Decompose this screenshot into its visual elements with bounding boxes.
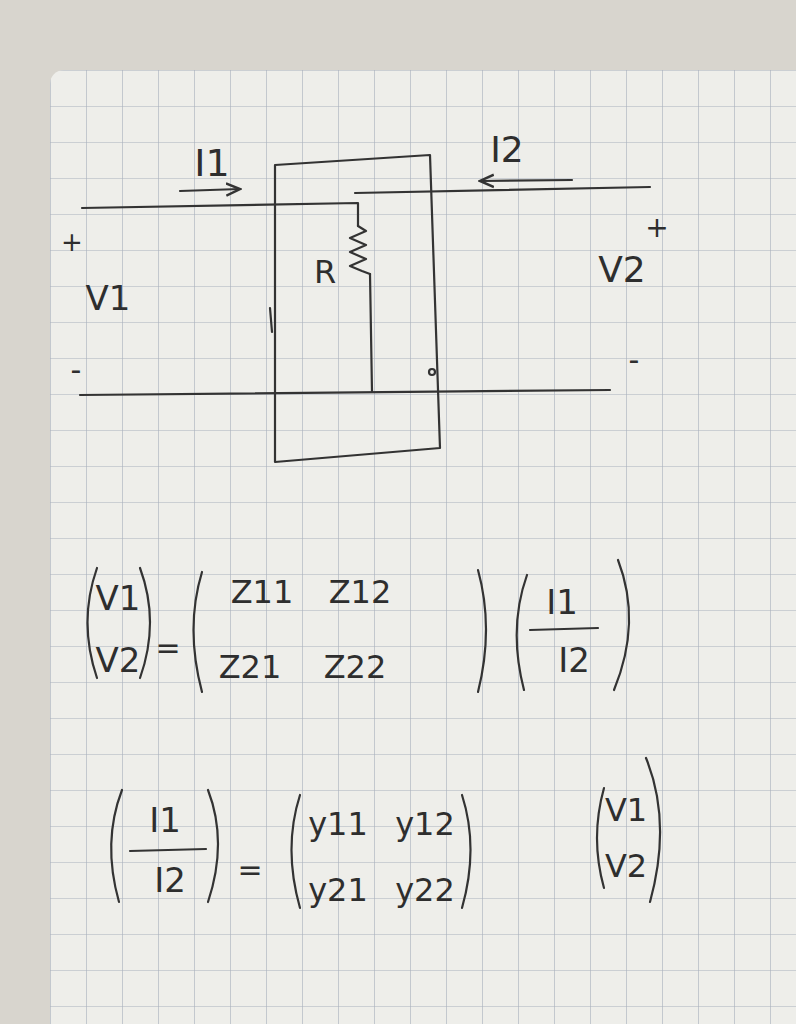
two-port-box	[275, 155, 440, 462]
grid-lines	[50, 70, 796, 1024]
bracket	[111, 790, 122, 902]
bracket	[292, 795, 301, 908]
bracket	[140, 568, 150, 678]
bracket	[208, 790, 218, 902]
voltage-label: V2	[598, 252, 646, 288]
bottom-wire	[80, 390, 610, 395]
voltage-label: V1	[86, 281, 131, 315]
resistor-symbol	[350, 226, 370, 274]
current-label: I1	[194, 144, 229, 182]
bracket	[597, 788, 604, 888]
vector-entry: V1	[605, 794, 647, 826]
matrix-entry: Z11	[231, 576, 294, 608]
equals-sign: =	[237, 855, 262, 885]
junction-dot	[429, 369, 435, 375]
bracket	[614, 560, 629, 690]
top-right-wire	[355, 187, 650, 193]
vector-entry: V2	[605, 850, 647, 882]
bracket	[194, 572, 203, 692]
pen-stroke	[530, 628, 598, 630]
current-label: I2	[490, 132, 524, 168]
top-left-wire	[82, 203, 358, 226]
polarity-sign: -	[629, 345, 640, 375]
vector-entry: V2	[96, 643, 141, 677]
polarity-sign: +	[61, 229, 83, 255]
bracket	[517, 575, 527, 690]
pen-stroke	[270, 308, 272, 332]
matrix-entry: Z12	[329, 576, 392, 608]
vector-entry: I2	[558, 643, 590, 677]
vector-entry: I1	[149, 803, 181, 837]
resistor-lead	[370, 274, 372, 392]
polarity-sign: +	[645, 214, 668, 242]
bracket	[462, 795, 471, 908]
polarity-sign: -	[71, 355, 82, 385]
bracket	[646, 758, 660, 902]
vector-entry: V1	[96, 581, 141, 615]
matrix-entry: y22	[395, 874, 455, 906]
matrix-entry: y11	[308, 808, 368, 840]
current-arrow	[180, 189, 240, 191]
vector-entry: I2	[154, 863, 186, 897]
matrix-entry: y21	[308, 874, 368, 906]
vector-entry: I1	[546, 585, 578, 619]
pen-stroke	[130, 849, 206, 851]
bracket	[478, 570, 486, 692]
matrix-entry: Z21	[219, 651, 282, 683]
paper-sheet	[50, 70, 796, 1024]
matrix-entry: y12	[395, 808, 455, 840]
equals-sign: =	[155, 633, 180, 663]
resistor-label: R	[314, 256, 336, 288]
current-arrow	[480, 180, 572, 181]
matrix-entry: Z22	[324, 651, 387, 683]
